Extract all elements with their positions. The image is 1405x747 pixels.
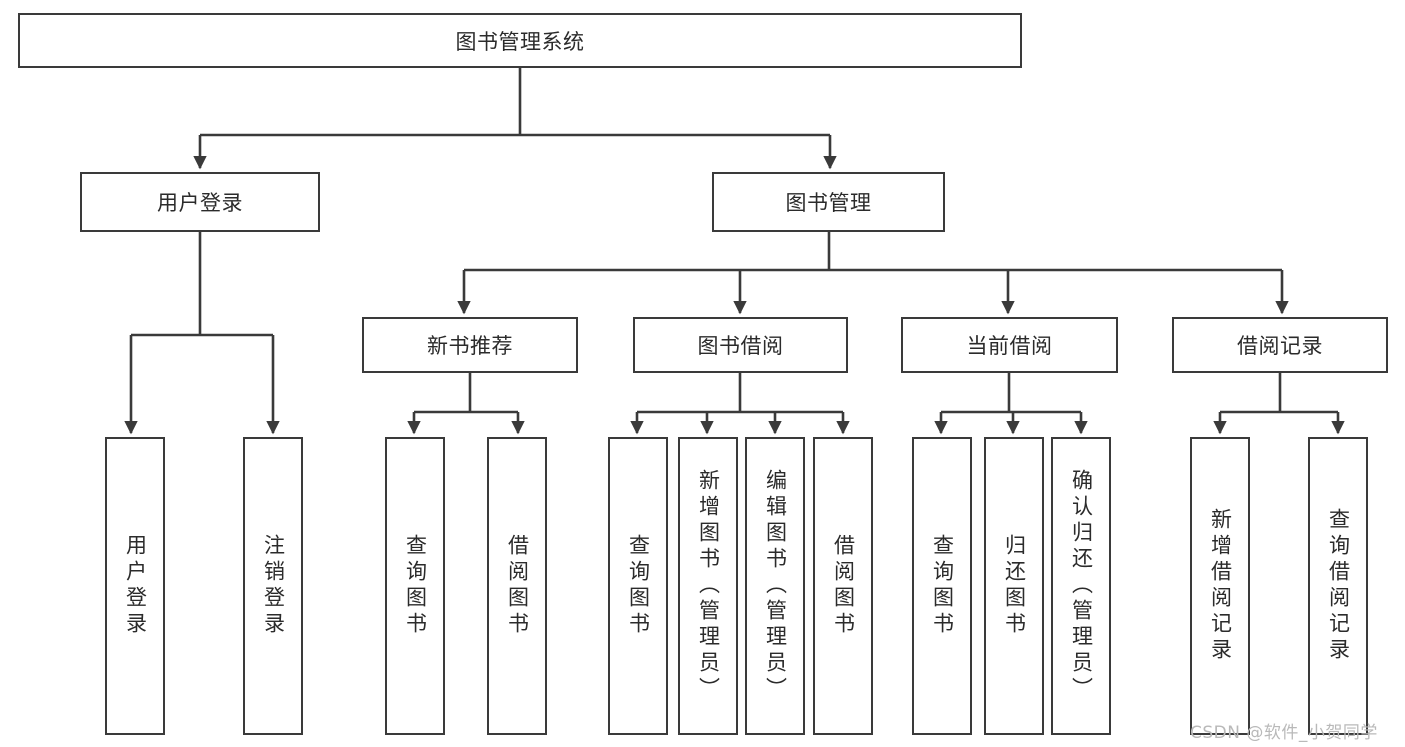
node-root[interactable]: 图书管理系统 — [18, 13, 1022, 68]
watermark-text: CSDN @软件_小贺同学 — [1190, 723, 1378, 743]
node-current-borrow-label: 当前借阅 — [966, 334, 1053, 358]
node-borrow-record[interactable]: 借阅记录 — [1172, 317, 1388, 373]
node-leaf-add-record[interactable]: 新增借阅记录 — [1190, 437, 1250, 735]
node-leaf-borrow-book-1[interactable]: 借阅图书 — [487, 437, 547, 735]
node-borrow-record-label: 借阅记录 — [1237, 334, 1323, 358]
node-leaf-query-book-1[interactable]: 查询图书 — [385, 437, 445, 735]
node-new-book-rec[interactable]: 新书推荐 — [362, 317, 578, 373]
node-leaf-confirm-return-label: 确认归还（管理员） — [1069, 469, 1094, 703]
node-leaf-edit-book[interactable]: 编辑图书（管理员） — [745, 437, 805, 735]
node-leaf-borrow-book-2[interactable]: 借阅图书 — [813, 437, 873, 735]
node-leaf-user-logout[interactable]: 注销登录 — [243, 437, 303, 735]
node-leaf-user-login[interactable]: 用户登录 — [105, 437, 165, 735]
node-leaf-edit-book-label: 编辑图书（管理员） — [763, 469, 788, 703]
node-leaf-query-book-2[interactable]: 查询图书 — [608, 437, 668, 735]
node-book-borrow-label: 图书借阅 — [697, 334, 784, 358]
node-book-manage[interactable]: 图书管理 — [712, 172, 945, 232]
node-leaf-query-book-3-label: 查询图书 — [930, 534, 955, 638]
node-leaf-query-book-1-label: 查询图书 — [403, 534, 428, 638]
node-leaf-user-logout-label: 注销登录 — [261, 534, 286, 638]
node-leaf-borrow-book-1-label: 借阅图书 — [505, 534, 530, 638]
node-leaf-borrow-book-2-label: 借阅图书 — [831, 534, 856, 638]
node-book-manage-label: 图书管理 — [785, 191, 872, 215]
node-root-label: 图书管理系统 — [455, 29, 585, 54]
node-leaf-add-book[interactable]: 新增图书（管理员） — [678, 437, 738, 735]
node-leaf-query-record[interactable]: 查询借阅记录 — [1308, 437, 1368, 735]
node-leaf-query-record-label: 查询借阅记录 — [1326, 508, 1351, 664]
node-leaf-confirm-return[interactable]: 确认归还（管理员） — [1051, 437, 1111, 735]
node-leaf-add-book-label: 新增图书（管理员） — [696, 469, 721, 703]
node-leaf-query-book-2-label: 查询图书 — [626, 534, 651, 638]
node-leaf-add-record-label: 新增借阅记录 — [1208, 508, 1233, 664]
node-user-login-label: 用户登录 — [157, 191, 243, 215]
node-new-book-rec-label: 新书推荐 — [427, 334, 513, 358]
node-leaf-query-book-3[interactable]: 查询图书 — [912, 437, 972, 735]
node-leaf-user-login-label: 用户登录 — [123, 534, 148, 638]
node-current-borrow[interactable]: 当前借阅 — [901, 317, 1118, 373]
node-leaf-return-book-label: 归还图书 — [1002, 534, 1027, 638]
node-book-borrow[interactable]: 图书借阅 — [633, 317, 848, 373]
node-user-login[interactable]: 用户登录 — [80, 172, 320, 232]
node-leaf-return-book[interactable]: 归还图书 — [984, 437, 1044, 735]
